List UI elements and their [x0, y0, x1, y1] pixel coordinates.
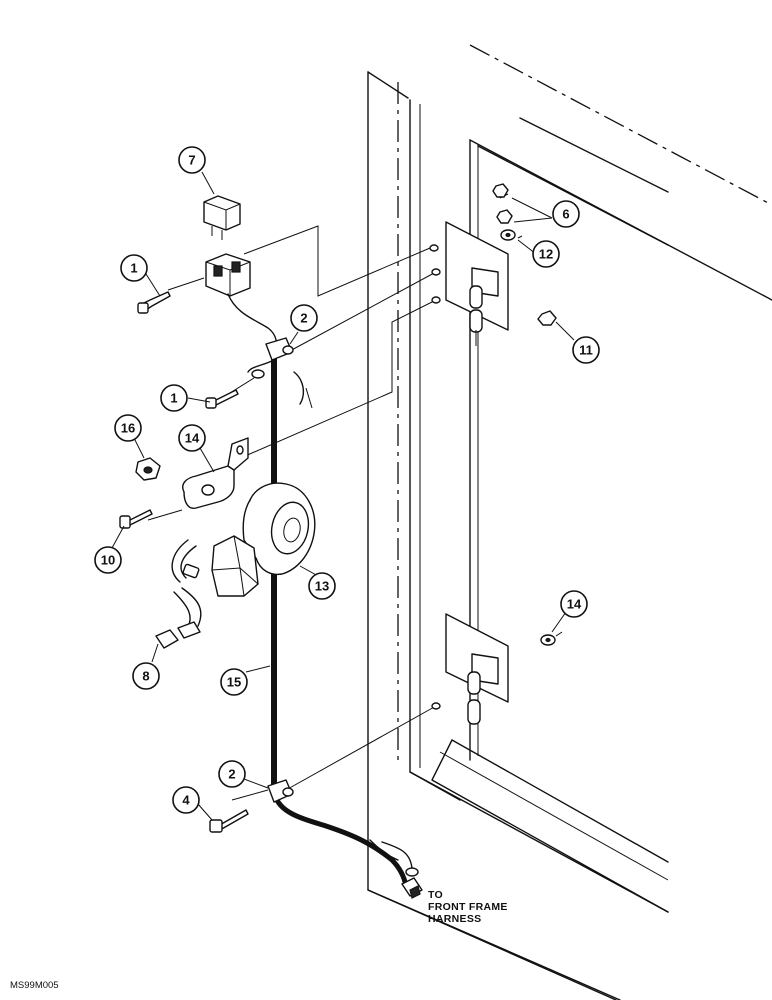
svg-text:14: 14 [185, 431, 200, 446]
callout-10: 10 [94, 546, 122, 574]
figure-code: MS99M005 [10, 980, 59, 991]
callout-15: 15 [220, 668, 248, 696]
callout-1-top: 1 [120, 254, 148, 282]
front-harness-connector [401, 877, 423, 899]
callout-12: 12 [532, 240, 560, 268]
bolts [119, 291, 249, 833]
svg-text:2: 2 [300, 311, 307, 326]
horn [211, 482, 316, 597]
mount-holes [429, 244, 441, 710]
harness-clips [265, 337, 294, 803]
callout-2-top: 2 [290, 304, 318, 332]
callout-13: 13 [308, 572, 336, 600]
svg-text:16: 16 [121, 421, 135, 436]
callout-8: 8 [132, 662, 160, 690]
svg-text:1: 1 [170, 391, 177, 406]
svg-text:6: 6 [562, 207, 569, 222]
callout-2-bottom: 2 [218, 760, 246, 788]
callout-14-bracket: 14 [178, 424, 206, 452]
horn-pigtail [155, 539, 202, 649]
svg-text:1: 1 [130, 261, 137, 276]
svg-text:12: 12 [539, 247, 553, 262]
callout-1-middle: 1 [160, 384, 188, 412]
horn-bracket [182, 437, 249, 509]
callout-6: 6 [552, 200, 580, 228]
svg-text:10: 10 [101, 553, 115, 568]
svg-text:11: 11 [579, 343, 593, 358]
callout-7: 7 [178, 146, 206, 174]
svg-text:4: 4 [182, 793, 190, 808]
lower-hinge [445, 613, 509, 725]
note-line-3: HARNESS [428, 913, 481, 925]
nut-16 [135, 457, 161, 481]
wiring-harness [247, 342, 419, 887]
callout-11: 11 [572, 336, 600, 364]
relay [203, 195, 241, 240]
callout-leaders [111, 171, 575, 821]
upper-hinge [445, 221, 509, 346]
svg-text:15: 15 [227, 675, 241, 690]
svg-text:13: 13 [315, 579, 329, 594]
cab-frame [367, 44, 772, 1000]
svg-text:2: 2 [228, 767, 235, 782]
hardware-right [492, 183, 563, 646]
note-line-1: TO [428, 889, 443, 901]
callout-4: 4 [172, 786, 200, 814]
svg-text:7: 7 [188, 153, 195, 168]
relay-socket [205, 253, 278, 353]
note-line-2: FRONT FRAME [428, 901, 508, 913]
callout-16: 16 [114, 414, 142, 442]
svg-text:8: 8 [142, 669, 149, 684]
svg-text:14: 14 [567, 597, 582, 612]
callout-14-lower: 14 [560, 590, 588, 618]
